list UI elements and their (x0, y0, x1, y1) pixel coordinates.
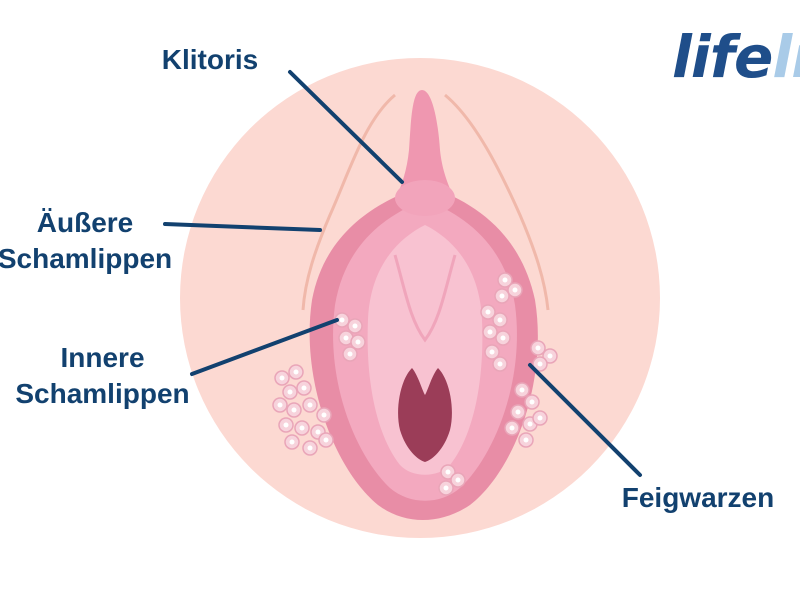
label-aeussere-schamlippen: Äußere Schamlippen (0, 205, 190, 277)
leader-aeussere (163, 222, 322, 232)
label-klitoris-text: Klitoris (161, 44, 259, 75)
inner-fold (393, 254, 457, 343)
vaginal-opening (398, 368, 452, 462)
brand-logo: lifeli (672, 22, 800, 92)
leader-innere (190, 318, 339, 376)
label-aeussere-line1: Äußere (36, 207, 134, 238)
logo-part-dark: life (672, 23, 773, 91)
leader-klitoris (288, 70, 404, 184)
label-klitoris: Klitoris (140, 42, 280, 78)
logo-part-light: li (772, 23, 800, 91)
clitoris (395, 90, 455, 212)
label-innere-schamlippen: Innere Schamlippen (0, 340, 205, 412)
label-aeussere-line2: Schamlippen (0, 243, 173, 274)
label-feigwarzen: Feigwarzen (598, 480, 798, 516)
vestibule (367, 225, 483, 475)
leader-lines (163, 70, 642, 477)
label-feigwarzen-text: Feigwarzen (621, 482, 775, 513)
label-innere-line2: Schamlippen (15, 378, 190, 409)
label-innere-line1: Innere (60, 342, 145, 373)
clitoral-hood (395, 180, 455, 216)
outer-skin-folds (301, 93, 550, 311)
leader-feigwarzen (528, 363, 642, 477)
